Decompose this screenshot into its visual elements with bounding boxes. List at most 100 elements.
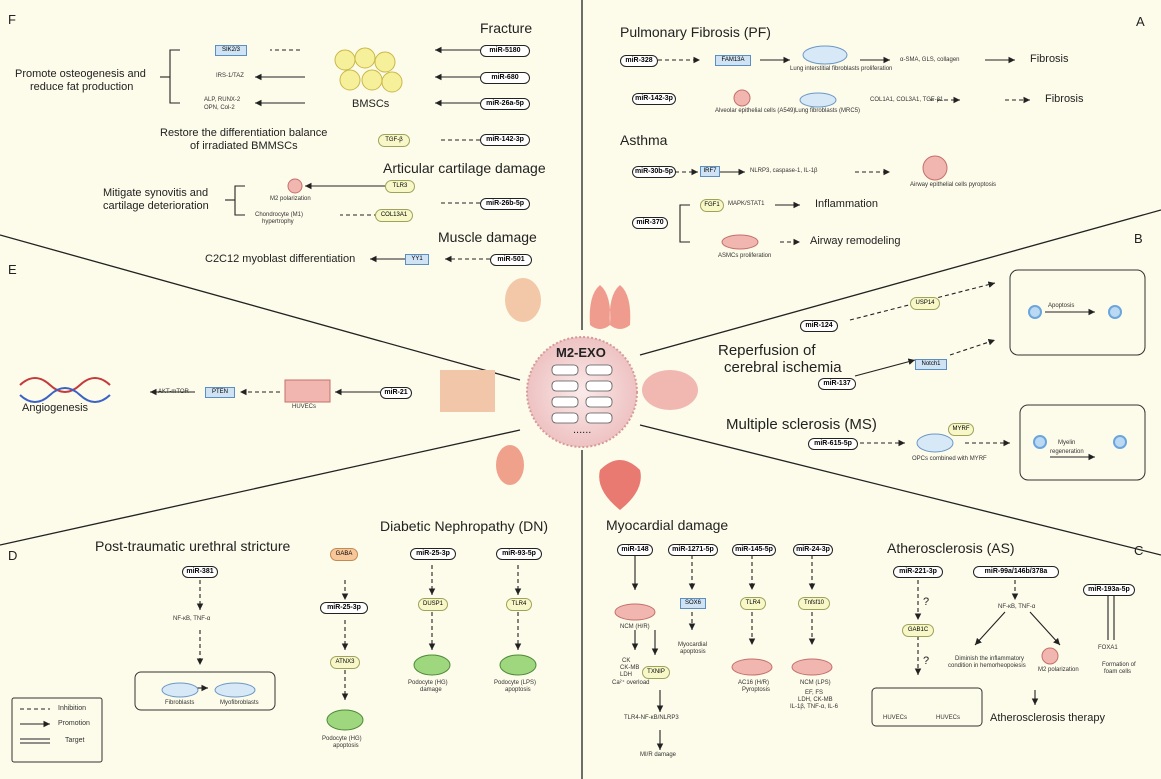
- fracture-title: Fracture: [480, 20, 533, 36]
- fgf1-oval: FGF1: [700, 199, 724, 212]
- pod-hg-apop-1: Podocyte (HG): [322, 736, 362, 742]
- reperfusion-title-1: Reperfusion of: [718, 342, 816, 359]
- gab-oval: GAB1C: [902, 624, 934, 637]
- mir-124-pill: miR-124: [800, 320, 838, 332]
- mir-26b-pill: miR-26b-5p: [480, 198, 530, 210]
- mir-26a-pill: miR-26a-5p: [480, 98, 530, 110]
- chondro-label-1: Chondrocyte (M1): [255, 212, 304, 218]
- fam13a-target: FAM13A: [715, 55, 751, 66]
- notch1-target: Notch1: [915, 359, 947, 370]
- mir-137-pill: miR-137: [818, 378, 856, 390]
- dn-title: Diabetic Nephropathy (DN): [380, 518, 549, 534]
- mir-142-3p-pill: miR-142-3p: [632, 93, 676, 105]
- angio-label: Angiogenesis: [22, 402, 89, 414]
- tlr4nf-label: TLR4-NF-κB/NLRP3: [624, 715, 679, 721]
- nfkb-d-label: NF-κB, TNF-α: [173, 616, 211, 622]
- mir-99-pill: miR-99a/146b/378a: [973, 566, 1059, 578]
- apoptosis-label: Apoptosis: [1048, 303, 1075, 309]
- pod-lps-1: Podocyte (LPS): [494, 680, 537, 686]
- akt-label: AKT-mTOR: [158, 389, 189, 395]
- ncm-lps-label: NCM (LPS): [800, 680, 831, 686]
- mir-25a-pill: miR-25-3p: [320, 602, 368, 614]
- mir-501-pill: miR-501: [490, 254, 532, 266]
- restore-label-1: Restore the differentiation balance: [160, 127, 328, 139]
- panel-letter-a: A: [1136, 14, 1145, 29]
- mir-615-pill: miR-615-5p: [808, 438, 858, 450]
- irf7-target: IRF7: [700, 166, 720, 177]
- as-title: Atherosclerosis (AS): [887, 540, 1015, 556]
- q-mark-2: ?: [923, 655, 930, 667]
- mitigate-label-1: Mitigate synovitis and: [103, 187, 209, 199]
- chondro-label-2: hypertrophy: [262, 219, 294, 225]
- mir-5180-pill: miR-5180: [480, 45, 530, 57]
- pf-title: Pulmonary Fibrosis (PF): [620, 24, 771, 40]
- tnfsf10-oval: Tnfsf10: [798, 597, 830, 610]
- pf-outcome-1: Fibrosis: [1030, 53, 1069, 65]
- sik23-target: SIK2/3: [215, 45, 247, 56]
- myelin-label-1: Myelin: [1058, 440, 1076, 446]
- panel-letter-c: C: [1134, 543, 1144, 558]
- dna-icon: [19, 377, 111, 393]
- pf-outcome-2: Fibrosis: [1045, 93, 1084, 105]
- center-dots: ......: [573, 424, 592, 436]
- pod-hg-apop-2: apoptosis: [333, 743, 359, 749]
- usp14-oval: USP14: [910, 297, 940, 310]
- asthma-title: Asthma: [620, 132, 668, 148]
- ms-title: Multiple sclerosis (MS): [726, 416, 877, 433]
- pyro-label: Pyroptosis: [742, 687, 771, 693]
- remodeling-label: Airway remodeling: [810, 235, 901, 247]
- atnx3-oval: ATNX3: [330, 656, 360, 669]
- dusp1-oval: DUSP1: [418, 598, 448, 611]
- ck-label-2: CK-MB: [620, 665, 640, 671]
- nfkb-c-label: NF-κB, TNF-α: [998, 604, 1036, 610]
- mir-193-pill: miR-193a-5p: [1083, 584, 1135, 596]
- tgfb-oval: TGF-β: [378, 134, 410, 147]
- asmc-label: ASMCs proliferation: [718, 253, 772, 259]
- hubec-label: HUVECs: [883, 715, 908, 721]
- pod-hg-dam-2: damage: [420, 687, 442, 693]
- myrf-oval: MYRF: [948, 423, 974, 436]
- urethral-title: Post-traumatic urethral stricture: [95, 538, 291, 554]
- ck-label-1: CK: [622, 658, 631, 664]
- mir-1271-pill: miR-1271-5p: [668, 544, 718, 556]
- mir-370-pill: miR-370: [632, 217, 668, 229]
- pod-hg-dam-1: Podocyte (HG): [408, 680, 448, 686]
- il-label: IL-1β, TNF-α, IL-6: [790, 704, 838, 710]
- fibro-label: Fibroblasts: [165, 700, 195, 706]
- as-therapy-label: Atherosclerosis therapy: [990, 712, 1105, 724]
- huvecs-label: HUVECs: [292, 404, 317, 410]
- legend-target: Target: [65, 737, 85, 744]
- txnip-oval: TXNIP: [642, 666, 670, 679]
- opc-label: OPCs combined with MYRF: [912, 456, 987, 462]
- mir-24-pill: miR-24-3p: [793, 544, 833, 556]
- mir-30b-pill: miR-30b-5p: [632, 166, 676, 178]
- pod-lps-2: apoptosis: [505, 687, 531, 693]
- skin-icon: [440, 370, 495, 412]
- panel-letter-f: F: [8, 12, 16, 27]
- panel-letter-b: B: [1134, 231, 1143, 246]
- foam-label-1: Formation of: [1102, 662, 1136, 668]
- bmsc-label: BMSCs: [352, 98, 390, 110]
- tlr4-oval-c: TLR4: [740, 597, 766, 610]
- brain-icon: [642, 370, 698, 410]
- alp-label-1: ALP, RUNX-2: [204, 97, 241, 103]
- q-mark-1: ?: [923, 596, 930, 608]
- mir-25b-pill: miR-25-3p: [410, 548, 456, 560]
- mir-148-pill: miR-148: [617, 544, 653, 556]
- irs-label: IRS-1/TAZ: [216, 73, 244, 79]
- promote-label-2: reduce fat production: [30, 81, 134, 93]
- alp-label-2: OPN, Col-2: [204, 105, 235, 111]
- huvecs-c-label: HUVECs: [936, 715, 961, 721]
- mrc5-label: Lung fibroblasts (MRC5): [795, 108, 861, 114]
- mir-680-pill: miR-680: [480, 72, 530, 84]
- m2-exo-label: M2-EXO: [556, 345, 606, 360]
- mir-93-pill: miR-93-5p: [496, 548, 542, 560]
- myo-apop-2: apoptosis: [680, 649, 706, 655]
- pf-effect-1: α-SMA, GLS, collagen: [900, 57, 960, 63]
- mir-damage-label: MI/R damage: [640, 752, 677, 758]
- c2c12-label: C2C12 myoblast differentiation: [205, 253, 356, 265]
- mir-142-pill: miR-142-3p: [480, 134, 530, 146]
- mir-221-pill: miR-221-3p: [893, 566, 943, 578]
- mir-328-pill: miR-328: [620, 55, 658, 67]
- kidney-icon: [496, 445, 524, 485]
